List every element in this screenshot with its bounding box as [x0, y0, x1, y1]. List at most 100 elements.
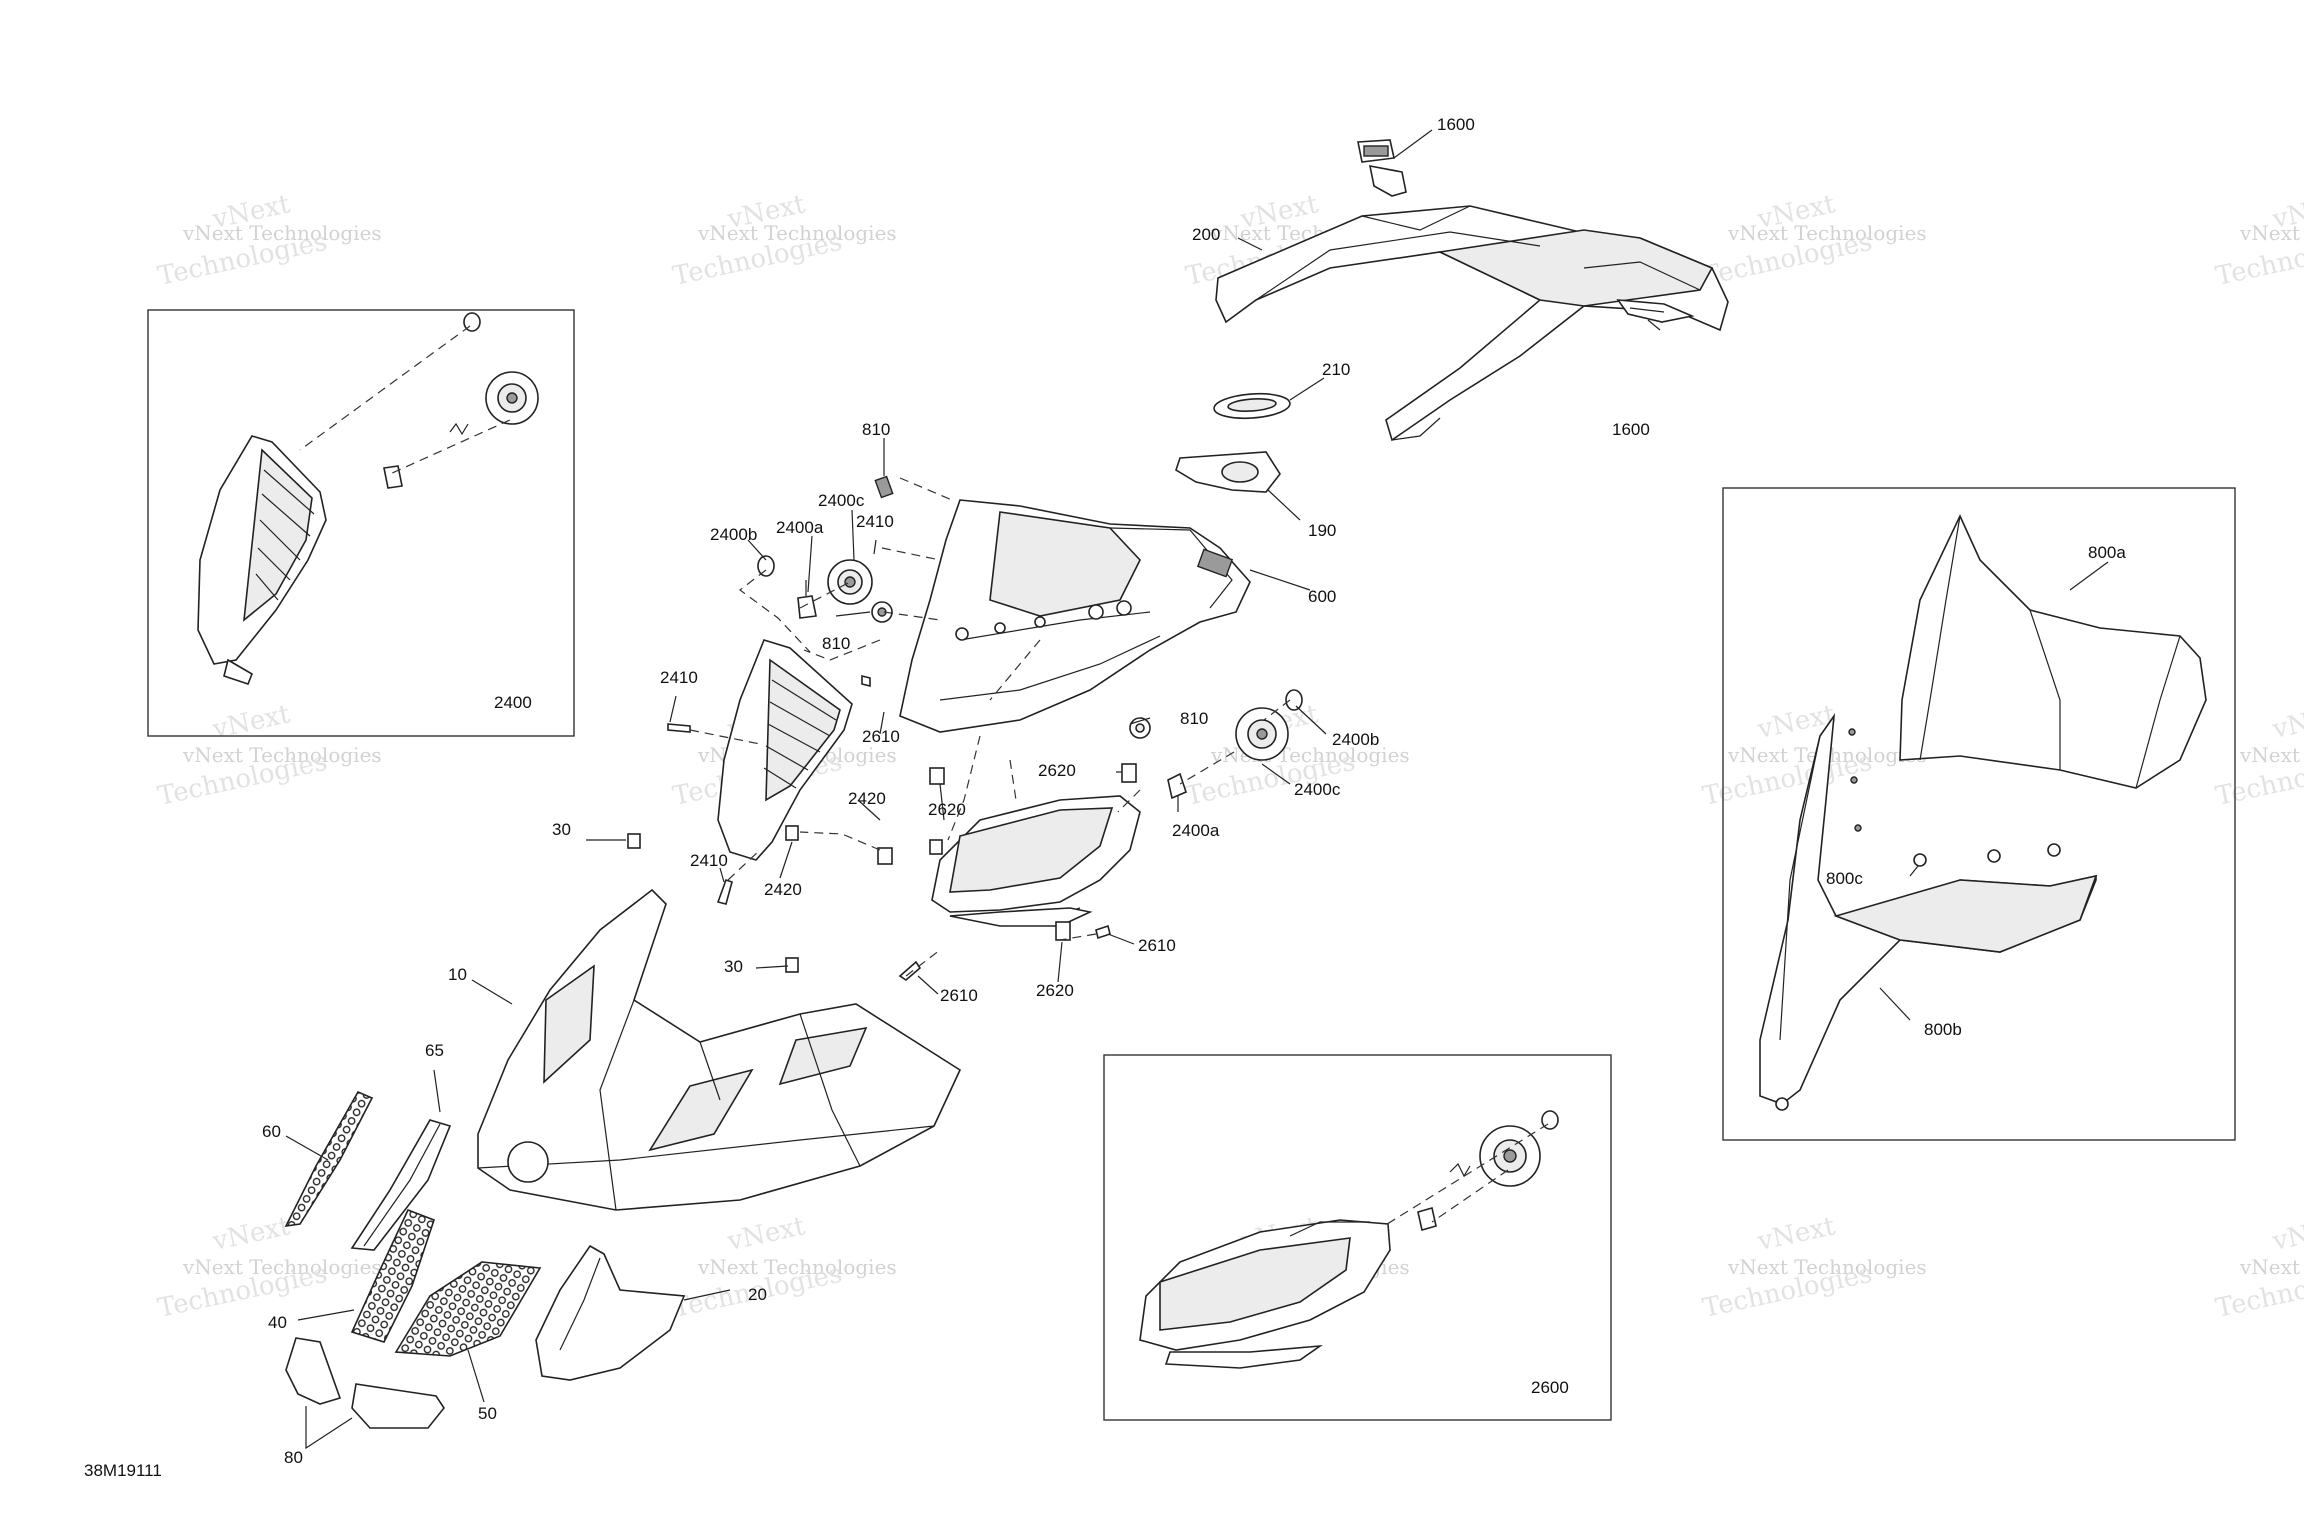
part-grommet-810-top — [874, 475, 894, 499]
diagram-code: 38M19111 — [84, 1461, 162, 1480]
watermark: vNext vNext Technologies Technologies — [1700, 189, 1926, 292]
callout-80: 80 — [284, 1448, 303, 1467]
part-trim-65 — [350, 1119, 452, 1251]
callout-190: 190 — [1308, 521, 1336, 540]
callout-20: 20 — [748, 1285, 767, 1304]
callout-1600-bottom: 1600 — [1612, 420, 1650, 439]
part-bulb-left — [757, 555, 873, 619]
watermark-small: vNext — [1754, 1211, 1838, 1257]
leader-dashed — [389, 419, 511, 475]
watermark: vNext vNext Technologies Technologies — [155, 1211, 381, 1324]
detail-box-2600 — [1103, 1054, 1612, 1421]
callout-1600-top: 1600 — [1437, 115, 1475, 134]
part-headlight-right — [931, 795, 1141, 927]
callout-2410-top: 2410 — [856, 512, 894, 531]
watermark-line1: vNext Technologies — [697, 221, 897, 245]
callout-2400a-right: 2400a — [1172, 821, 1220, 840]
detail-800-windshield — [1899, 514, 2207, 789]
detail-box-800 — [1722, 487, 2236, 1141]
callout-40: 40 — [268, 1313, 287, 1332]
callout-2410-left: 2410 — [660, 668, 698, 687]
part-headlight-left — [717, 639, 853, 861]
callout-600: 600 — [1308, 587, 1336, 606]
part-ring-210 — [1213, 392, 1291, 420]
detail-2400-bulb — [383, 312, 539, 489]
part-clips-2420 — [785, 825, 943, 865]
callout-810-right: 810 — [1180, 709, 1208, 728]
callout-800a: 800a — [2088, 543, 2126, 562]
part-clip-1600-top — [1357, 139, 1407, 197]
part-pads-80 — [285, 1337, 445, 1429]
watermark-line1: vNext Technologies — [1727, 1255, 1927, 1279]
part-grille-40 — [350, 1208, 436, 1343]
watermark-line1: vNext Technologies — [2239, 221, 2304, 245]
watermark-line1: vNext Technologies — [182, 221, 382, 245]
callout-60: 60 — [262, 1122, 281, 1141]
part-bracket-190 — [1175, 451, 1281, 493]
callout-200: 200 — [1192, 225, 1220, 244]
detail-box-2400 — [147, 309, 575, 737]
watermark-line1: vNext Technologies — [2239, 1255, 2304, 1279]
callout-65: 65 — [425, 1041, 444, 1060]
callout-box-2400: 2400 — [494, 693, 532, 712]
part-vent-60 — [284, 1090, 374, 1228]
watermark: vNext vNext Technologies Technologies — [2213, 1211, 2304, 1324]
leader-dashed — [299, 325, 471, 451]
callout-2400b-left: 2400b — [710, 525, 757, 544]
leader-dashed — [1383, 1123, 1549, 1227]
watermark: vNext vNext Technologies Technologies — [670, 189, 896, 292]
detail-800-fairing — [1759, 713, 2098, 1111]
callout-2620-top: 2620 — [1038, 761, 1076, 780]
part-clip-1600-bottom — [1616, 299, 1695, 323]
detail-2600-bulb — [1417, 1110, 1559, 1232]
watermark: vNext vNext Technologies Technologies — [155, 699, 381, 812]
callout-810-left: 810 — [822, 634, 850, 653]
watermark-line1: vNext Technologies — [182, 1255, 382, 1279]
callout-10: 10 — [448, 965, 467, 984]
watermark-small: vNext — [209, 699, 293, 745]
watermark-small: vNext — [209, 1211, 293, 1257]
part-headlight-housing — [899, 499, 1251, 733]
leader-dashed — [1431, 1169, 1509, 1223]
callout-2400c-right: 2400c — [1294, 780, 1341, 799]
callout-2410-bottom: 2410 — [690, 851, 728, 870]
part-handlebar-panel — [1215, 205, 1729, 442]
detail-2600-headlight — [1139, 1219, 1391, 1369]
part-bulb-right — [1167, 689, 1303, 800]
watermark-small: vNext — [724, 1211, 808, 1257]
watermark-line1: vNext Technologies — [697, 1255, 897, 1279]
part-grommet-810-left — [871, 601, 893, 623]
callout-2420-bottom: 2420 — [764, 880, 802, 899]
part-grille-50 — [394, 1261, 542, 1357]
callout-30-bottom: 30 — [724, 957, 743, 976]
watermark-small: vNext — [2269, 1211, 2304, 1257]
callout-30-top: 30 — [552, 820, 571, 839]
callout-2620-mid: 2620 — [928, 800, 966, 819]
callout-2610-bottom: 2610 — [940, 986, 978, 1005]
watermark-small: vNext — [2269, 699, 2304, 745]
callout-2620-bottom: 2620 — [1036, 981, 1074, 1000]
watermark: vNext vNext Technologies Technologies — [2213, 189, 2304, 292]
leader-lines — [285, 129, 2109, 1450]
watermark-line1: vNext Technologies — [2239, 743, 2304, 767]
callout-50: 50 — [478, 1404, 497, 1423]
assembly-dashed-lines — [689, 477, 1291, 977]
callout-2400c-left: 2400c — [818, 491, 865, 510]
watermark-line1: vNext Technologies — [182, 743, 382, 767]
watermark: vNext vNext Technologies Technologies — [670, 1211, 896, 1324]
callout-2420-left: 2420 — [848, 789, 886, 808]
callout-box-2600: 2600 — [1531, 1378, 1569, 1397]
callout-2610-right: 2610 — [1138, 936, 1176, 955]
part-bottom-panel-20 — [535, 1244, 686, 1381]
callout-2400b-right: 2400b — [1332, 730, 1379, 749]
callout-labels: 1600 200 1600 210 190 600 810 810 810 24… — [262, 115, 2126, 1467]
watermark-line1: vNext Technologies — [1727, 221, 1927, 245]
part-clips-2620 — [929, 763, 1137, 941]
watermark: vNext vNext Technologies Technologies — [155, 189, 381, 292]
part-screws — [627, 674, 1111, 982]
callout-210: 210 — [1322, 360, 1350, 379]
callout-2400a-left: 2400a — [776, 518, 824, 537]
callout-2610-left: 2610 — [862, 727, 900, 746]
watermark: vNext vNext Technologies Technologies — [1700, 1211, 1926, 1324]
